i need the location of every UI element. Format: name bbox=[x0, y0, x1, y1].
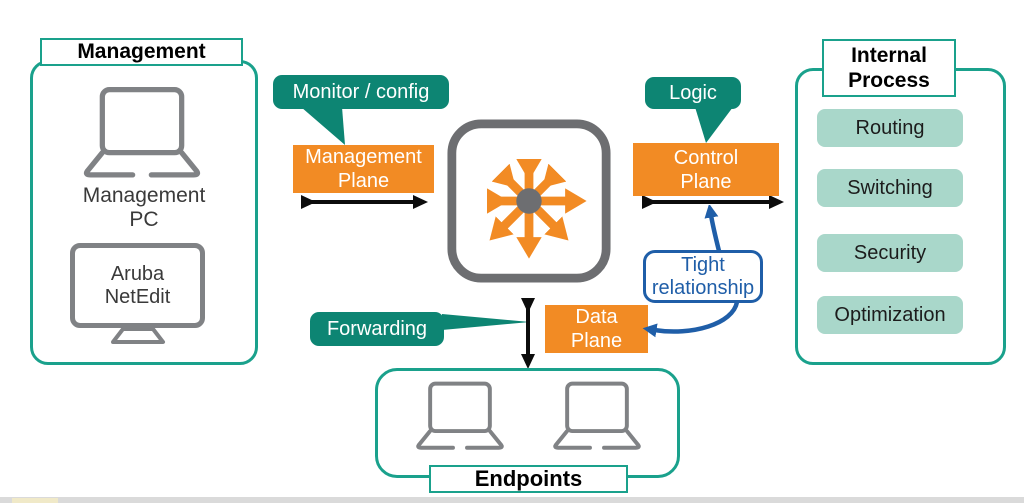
internal-process-item-optimization: Optimization bbox=[817, 296, 963, 334]
management-pc-label: Management PC bbox=[82, 184, 206, 231]
callout-tail bbox=[301, 107, 345, 145]
callout-tail bbox=[442, 314, 530, 330]
arrow-up-icon bbox=[704, 205, 722, 252]
laptop-icon bbox=[537, 381, 657, 453]
forwarding-callout: Forwarding bbox=[310, 312, 444, 346]
endpoints-panel-title: Endpoints bbox=[429, 465, 628, 493]
double-arrow-vertical-icon bbox=[521, 298, 535, 369]
management-panel-title: Management bbox=[40, 38, 243, 66]
curved-arrow-icon bbox=[642, 301, 740, 338]
tight-relationship-box: Tight relationship bbox=[643, 250, 763, 303]
slide-edge-artifact bbox=[12, 498, 58, 503]
callout-tail bbox=[695, 107, 733, 143]
double-arrow-icon bbox=[642, 195, 784, 209]
internal-process-item-switching: Switching bbox=[817, 169, 963, 207]
laptop-icon bbox=[400, 381, 520, 453]
monitor-config-callout: Monitor / config bbox=[273, 75, 449, 109]
monitor-icon: Aruba NetEdit bbox=[70, 243, 205, 328]
network-switch-icon bbox=[447, 119, 611, 283]
slide-edge-strip bbox=[0, 497, 1024, 503]
logic-callout: Logic bbox=[645, 77, 741, 109]
internal-process-item-routing: Routing bbox=[817, 109, 963, 147]
double-arrow-icon bbox=[301, 195, 428, 209]
internal-process-item-security: Security bbox=[817, 234, 963, 272]
internal-process-title: Internal Process bbox=[822, 39, 956, 97]
management-plane-box: Management Plane bbox=[293, 145, 434, 193]
laptop-icon bbox=[72, 86, 212, 182]
control-plane-box: Control Plane bbox=[633, 143, 779, 196]
monitor-stand-icon bbox=[111, 327, 165, 344]
endpoints-panel bbox=[375, 368, 680, 478]
data-plane-box: Data Plane bbox=[545, 305, 648, 353]
netedit-label: Aruba NetEdit bbox=[104, 262, 171, 308]
